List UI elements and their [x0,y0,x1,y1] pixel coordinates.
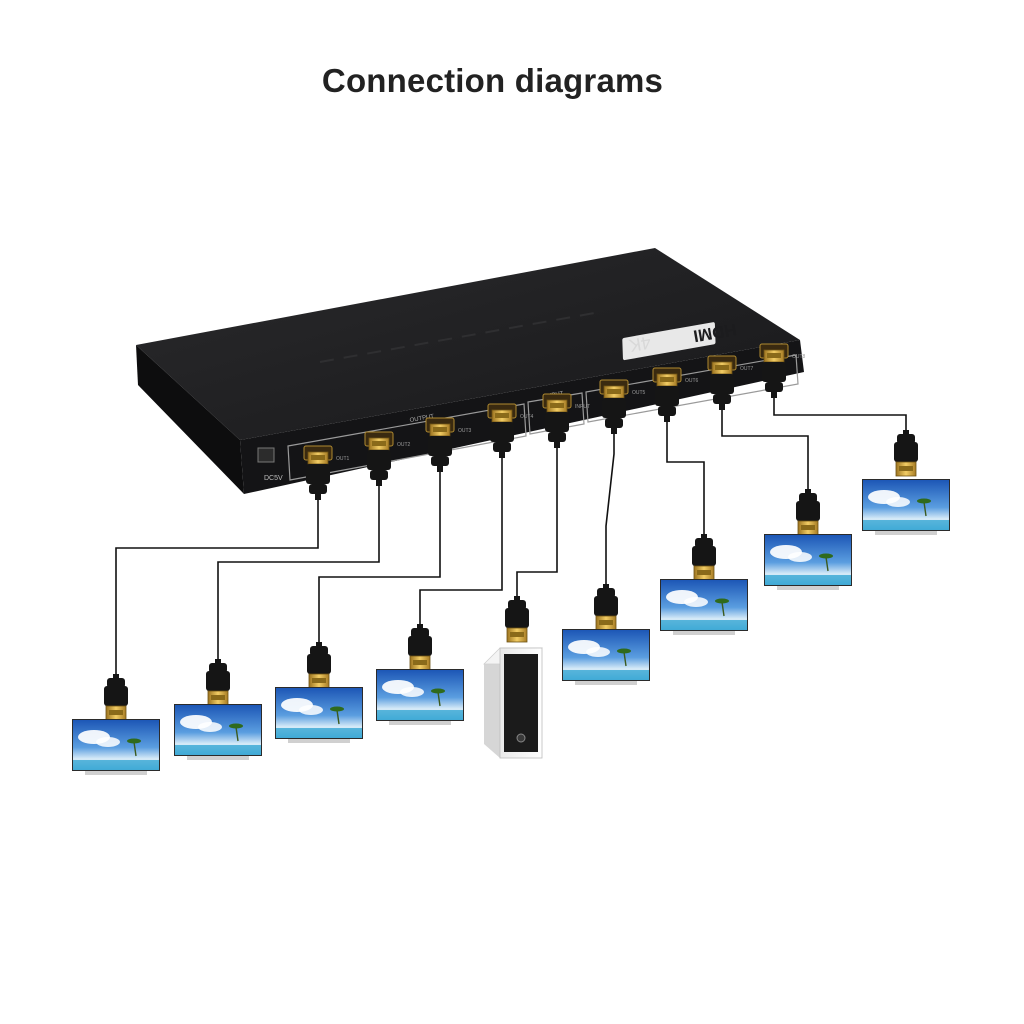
splitter-plug [428,423,452,472]
cable-end-plug [307,642,331,689]
tv-stand [389,721,451,725]
palm-tree-icon [336,709,340,725]
resolution-badge: 4K [627,332,652,356]
port-label: OUT7 [740,366,754,372]
palm-tree-icon [437,691,441,707]
palm-tree-icon [235,726,239,742]
palm-tree-icon [133,741,137,757]
tv-display [764,534,852,590]
palm-tree-icon [721,601,725,617]
tv-display [174,704,262,760]
tv-display [72,719,160,775]
tv-stand [875,531,937,535]
splitter-plug [490,409,514,458]
port-label: OUT5 [632,390,646,396]
tv-display [376,669,464,725]
splitter-plug [306,451,330,500]
tv-display [562,629,650,685]
port-label: OUT1 [336,456,350,462]
page-title: Connection diagrams [321,62,664,99]
cable-end-plug [796,489,820,536]
power-label: DC5V [264,475,283,482]
cable-end-connectors [104,430,918,721]
cable-end-plug [894,430,918,477]
hdmi-logo-icon [622,322,716,361]
port-label: OUT2 [397,442,411,448]
tv-stand [777,586,839,590]
splitter-plug [602,385,626,434]
tv-stand [85,771,147,775]
port-label: INPUT [575,404,590,410]
hdmi-cable [318,472,441,642]
hdmi-splitter: HDMI 4K OUTPUT INPUT DC5V OUT1OUT2OUT3OU… [136,248,806,500]
tv-stand [673,631,735,635]
tv-display [275,687,363,743]
splitter-plug [545,399,569,448]
port-label: OUT6 [685,378,699,384]
cable-end-plug [594,584,618,631]
power-jack [257,447,275,463]
hdmi-cable [419,458,503,624]
splitter-plug [762,349,786,398]
palm-tree-icon [623,651,627,667]
tower-side [484,648,500,758]
hdmi-cables [115,398,907,676]
palm-tree-icon [923,501,927,517]
splitter-plug [710,361,734,410]
tv-stand [187,756,249,760]
tv-display [660,579,748,635]
power-button-icon [516,733,526,743]
cable-end-plug [206,659,230,706]
hdmi-cable [217,486,380,660]
hdmi-cable [516,448,558,600]
cable-end-plug [505,596,529,643]
cable-end-plug [104,674,128,721]
cable-end-plug [408,624,432,671]
tv-display [862,479,950,535]
hdmi-cable [115,500,319,676]
computer-tower [483,647,543,759]
cable-end-plug [692,534,716,581]
port-label: OUT4 [520,414,534,420]
port-label: OUT8 [792,354,806,360]
splitter-plug [655,373,679,422]
splitter-ports: OUT1 OUT2 OUT3 OUT4 INPUT OUT5 OUT6 OUT7 OUT8 [303,343,806,500]
hdmi-cable [721,410,809,492]
splitter-side [136,345,244,494]
splitter-plug [367,437,391,486]
palm-tree-icon [825,556,829,572]
tv-stand [288,739,350,743]
hdmi-cable [666,422,705,536]
tv-stand [575,681,637,685]
hdmi-cable [605,434,615,586]
port-label: OUT3 [458,428,472,434]
splitter-top [136,248,800,440]
hdmi-cable [773,398,907,432]
output-group-label: OUTPUT [409,414,435,424]
displays [72,479,950,775]
